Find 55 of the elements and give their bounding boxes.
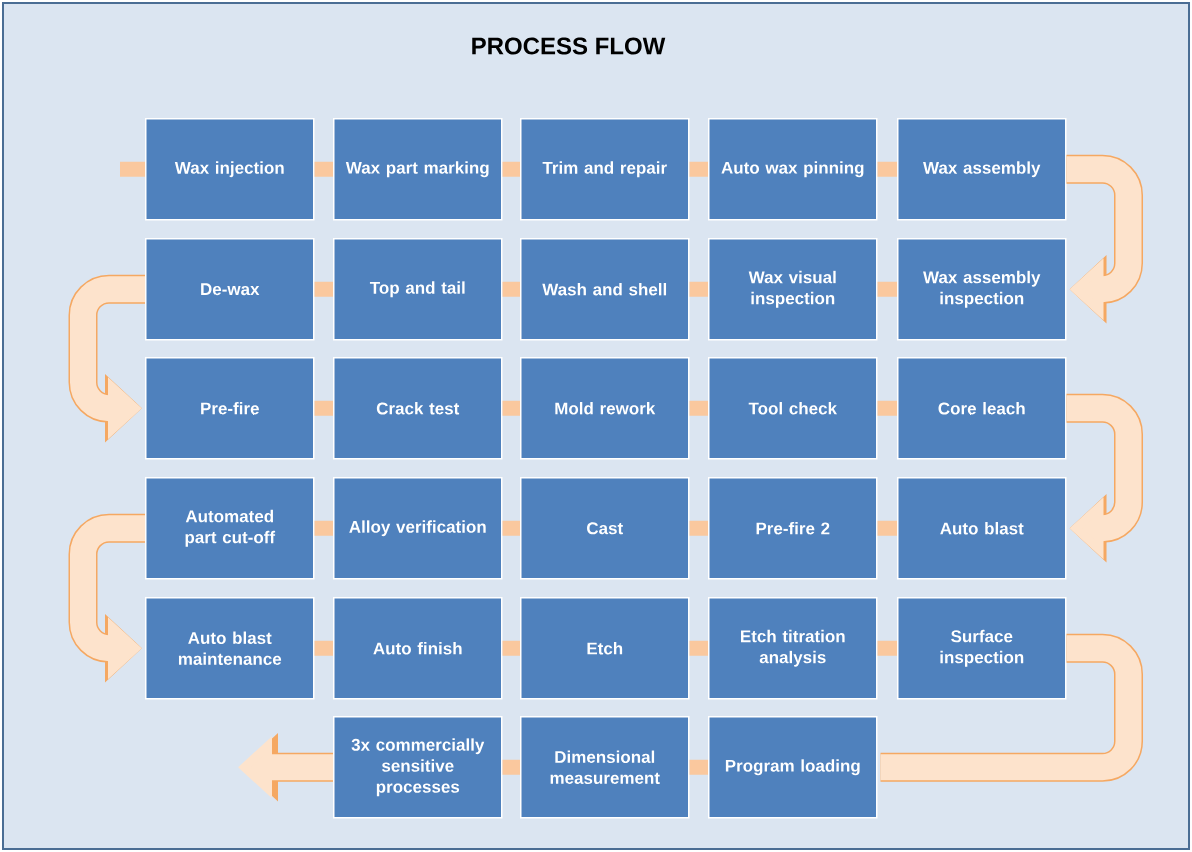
connector-bar (502, 759, 520, 775)
process-box: Automated part cut-off (145, 477, 315, 580)
process-box: Wax part marking (333, 118, 503, 221)
process-box: Etch (520, 597, 690, 700)
process-box: Wax assembly (897, 118, 1067, 221)
connector-bar (314, 400, 333, 416)
process-box: Pre-fire 2 (708, 477, 878, 580)
process-box: Wax injection (145, 118, 315, 221)
connector-bar (877, 161, 897, 177)
connector-bar (877, 520, 897, 536)
process-box: Etch titration analysis (708, 597, 878, 700)
process-box: Auto blast maintenance (145, 597, 315, 700)
title: PROCESS FLOW (472, 37, 666, 55)
process-box: Auto wax pinning (708, 118, 878, 221)
connector-bar (689, 161, 708, 177)
process-box: Pre-fire (145, 357, 315, 460)
connector-bar (314, 281, 333, 297)
process-box: Trim and repair (520, 118, 690, 221)
connector-bar (689, 520, 708, 536)
connector-bar (877, 400, 897, 416)
connector-bar (314, 640, 333, 656)
process-box: Surface inspection (897, 597, 1067, 700)
u-turn-arrow (1066, 393, 1143, 563)
process-box: Alloy verification (333, 477, 503, 580)
connector-bar (689, 400, 708, 416)
connector-bar (502, 400, 520, 416)
process-box: Wax visual inspection (708, 238, 878, 341)
connector-bar (689, 640, 708, 656)
connector-bar (314, 161, 333, 177)
process-box: Crack test (333, 357, 503, 460)
connector-bar (877, 640, 897, 656)
u-turn-arrow (1066, 154, 1143, 324)
process-box: Program loading (708, 716, 878, 819)
u-turn-band (880, 633, 1143, 782)
process-box: Top and tail (333, 238, 503, 341)
process-box: Tool check (708, 357, 878, 460)
process-box: Wax assembly inspection (897, 238, 1067, 341)
process-box: Auto blast (897, 477, 1067, 580)
connector-bar (314, 520, 333, 536)
process-box: Mold rework (520, 357, 690, 460)
connector-bar (120, 161, 145, 177)
connector-bar (502, 281, 520, 297)
process-box: Auto finish (333, 597, 503, 700)
connector-bar (502, 640, 520, 656)
process-box: Cast (520, 477, 690, 580)
connector-bar (877, 281, 897, 297)
connector-bar (689, 281, 708, 297)
process-box: Dimensional measurement (520, 716, 690, 819)
connector-bar (502, 520, 520, 536)
process-box: 3x commercially sensitive processes (333, 716, 503, 819)
process-box: Core leach (897, 357, 1067, 460)
process-box: Wash and shell (520, 238, 690, 341)
connector-bar (502, 161, 520, 177)
process-box: De-wax (145, 238, 315, 341)
connector-bar (689, 759, 708, 775)
